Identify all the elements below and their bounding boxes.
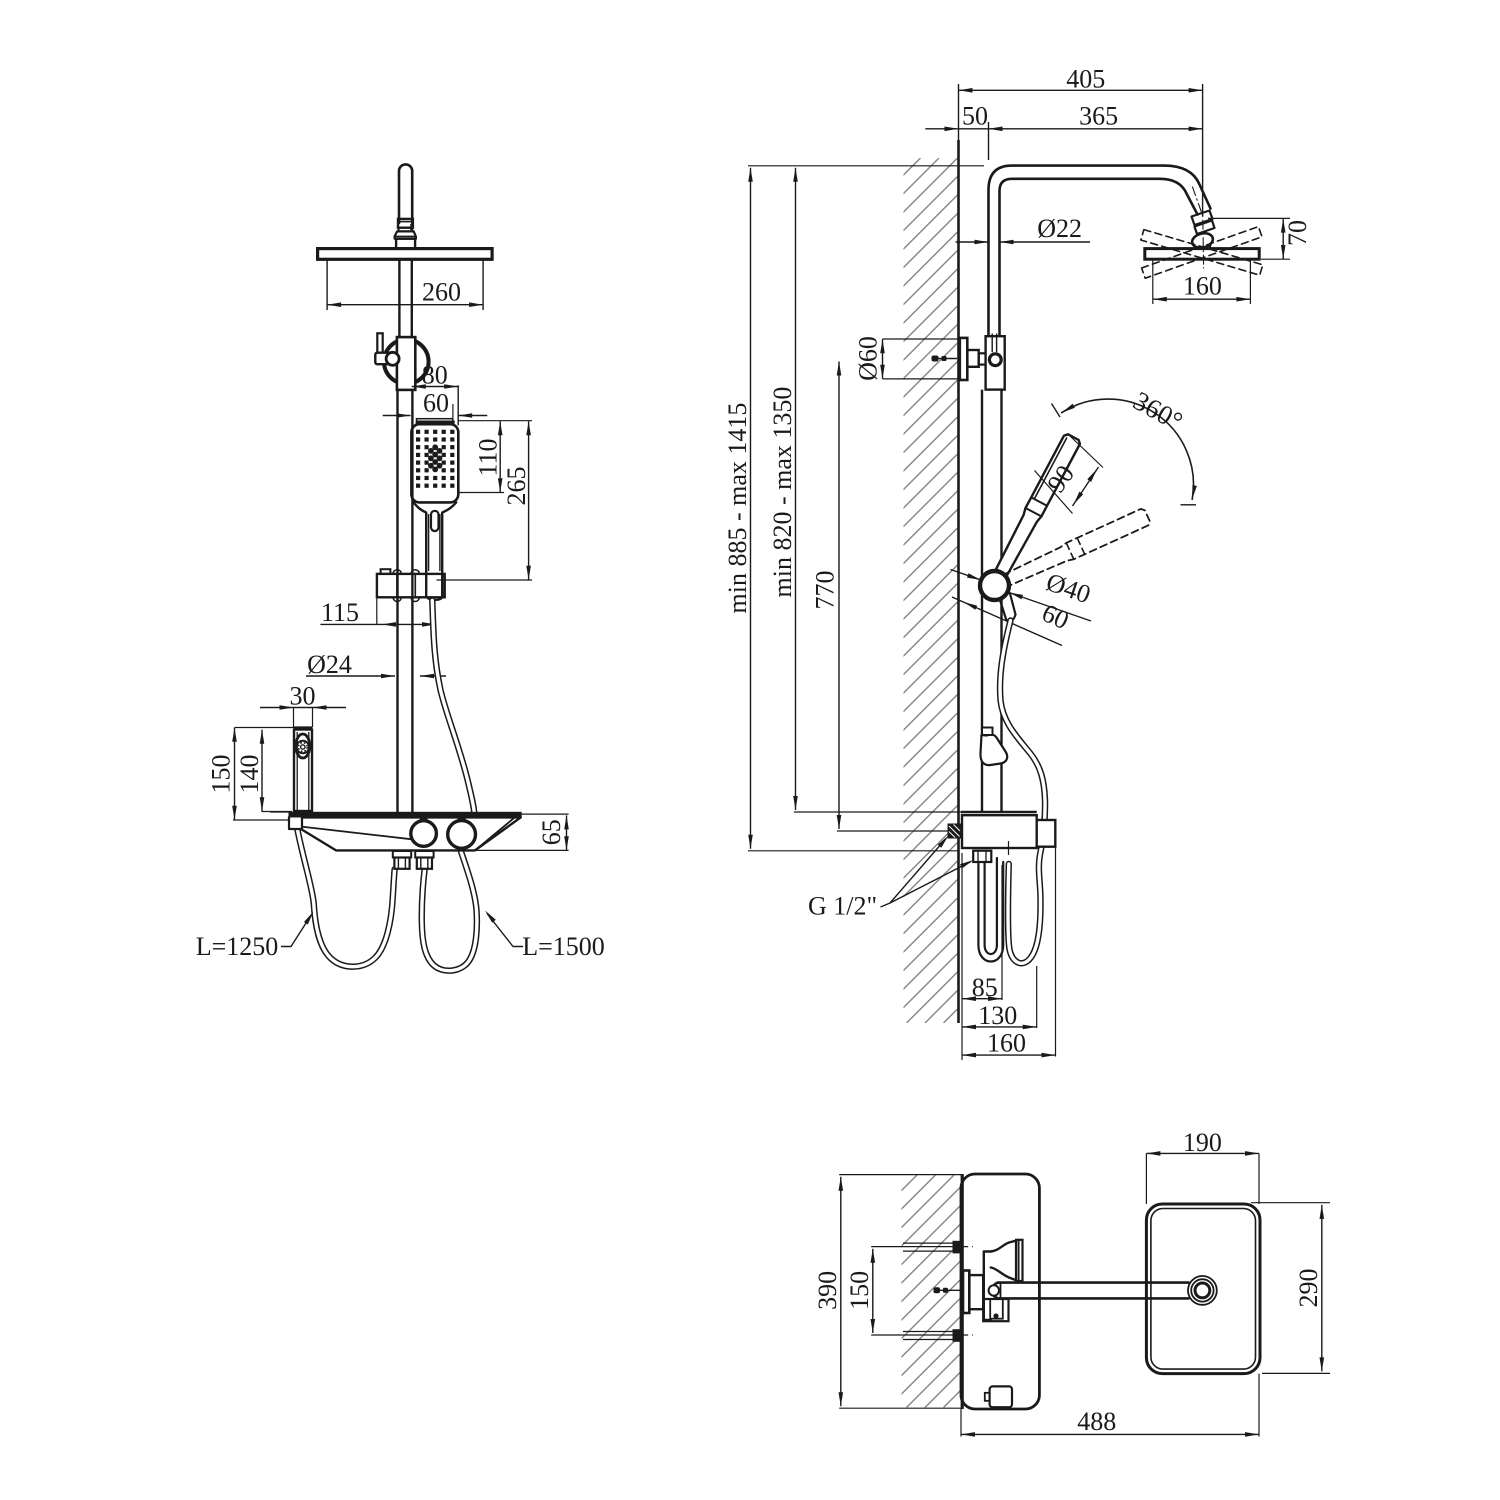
svg-text:L=1500: L=1500 [522, 932, 605, 961]
svg-text:405: 405 [1066, 65, 1105, 94]
svg-text:115: 115 [321, 598, 359, 627]
svg-text:140: 140 [235, 755, 264, 794]
svg-text:30: 30 [290, 682, 316, 711]
svg-text:160: 160 [1183, 272, 1222, 301]
svg-text:130: 130 [978, 1001, 1017, 1030]
svg-text:80: 80 [422, 360, 448, 389]
svg-text:290: 290 [1294, 1269, 1323, 1308]
svg-text:85: 85 [972, 973, 998, 1002]
svg-text:150: 150 [207, 755, 236, 794]
svg-text:150: 150 [845, 1271, 874, 1310]
svg-text:Ø24: Ø24 [307, 650, 352, 679]
svg-text:365: 365 [1079, 101, 1118, 130]
svg-text:70: 70 [1283, 220, 1312, 246]
svg-text:770: 770 [811, 571, 840, 610]
svg-text:Ø60: Ø60 [854, 336, 883, 381]
svg-text:110: 110 [474, 438, 503, 476]
svg-text:min 820 - max 1350: min 820 - max 1350 [768, 387, 797, 598]
svg-text:65: 65 [537, 819, 566, 845]
svg-text:50: 50 [962, 101, 988, 130]
svg-text:60: 60 [423, 389, 449, 418]
svg-text:160: 160 [987, 1028, 1026, 1057]
svg-text:G 1/2": G 1/2" [808, 892, 877, 921]
svg-text:L=1250: L=1250 [196, 932, 279, 961]
svg-text:260: 260 [422, 278, 461, 307]
svg-text:390: 390 [813, 1271, 842, 1310]
svg-text:190: 190 [1183, 1128, 1222, 1157]
svg-text:Ø22: Ø22 [1037, 214, 1082, 243]
svg-text:488: 488 [1077, 1407, 1116, 1436]
svg-text:min 885 - max 1415: min 885 - max 1415 [723, 403, 752, 614]
svg-text:265: 265 [502, 467, 531, 506]
